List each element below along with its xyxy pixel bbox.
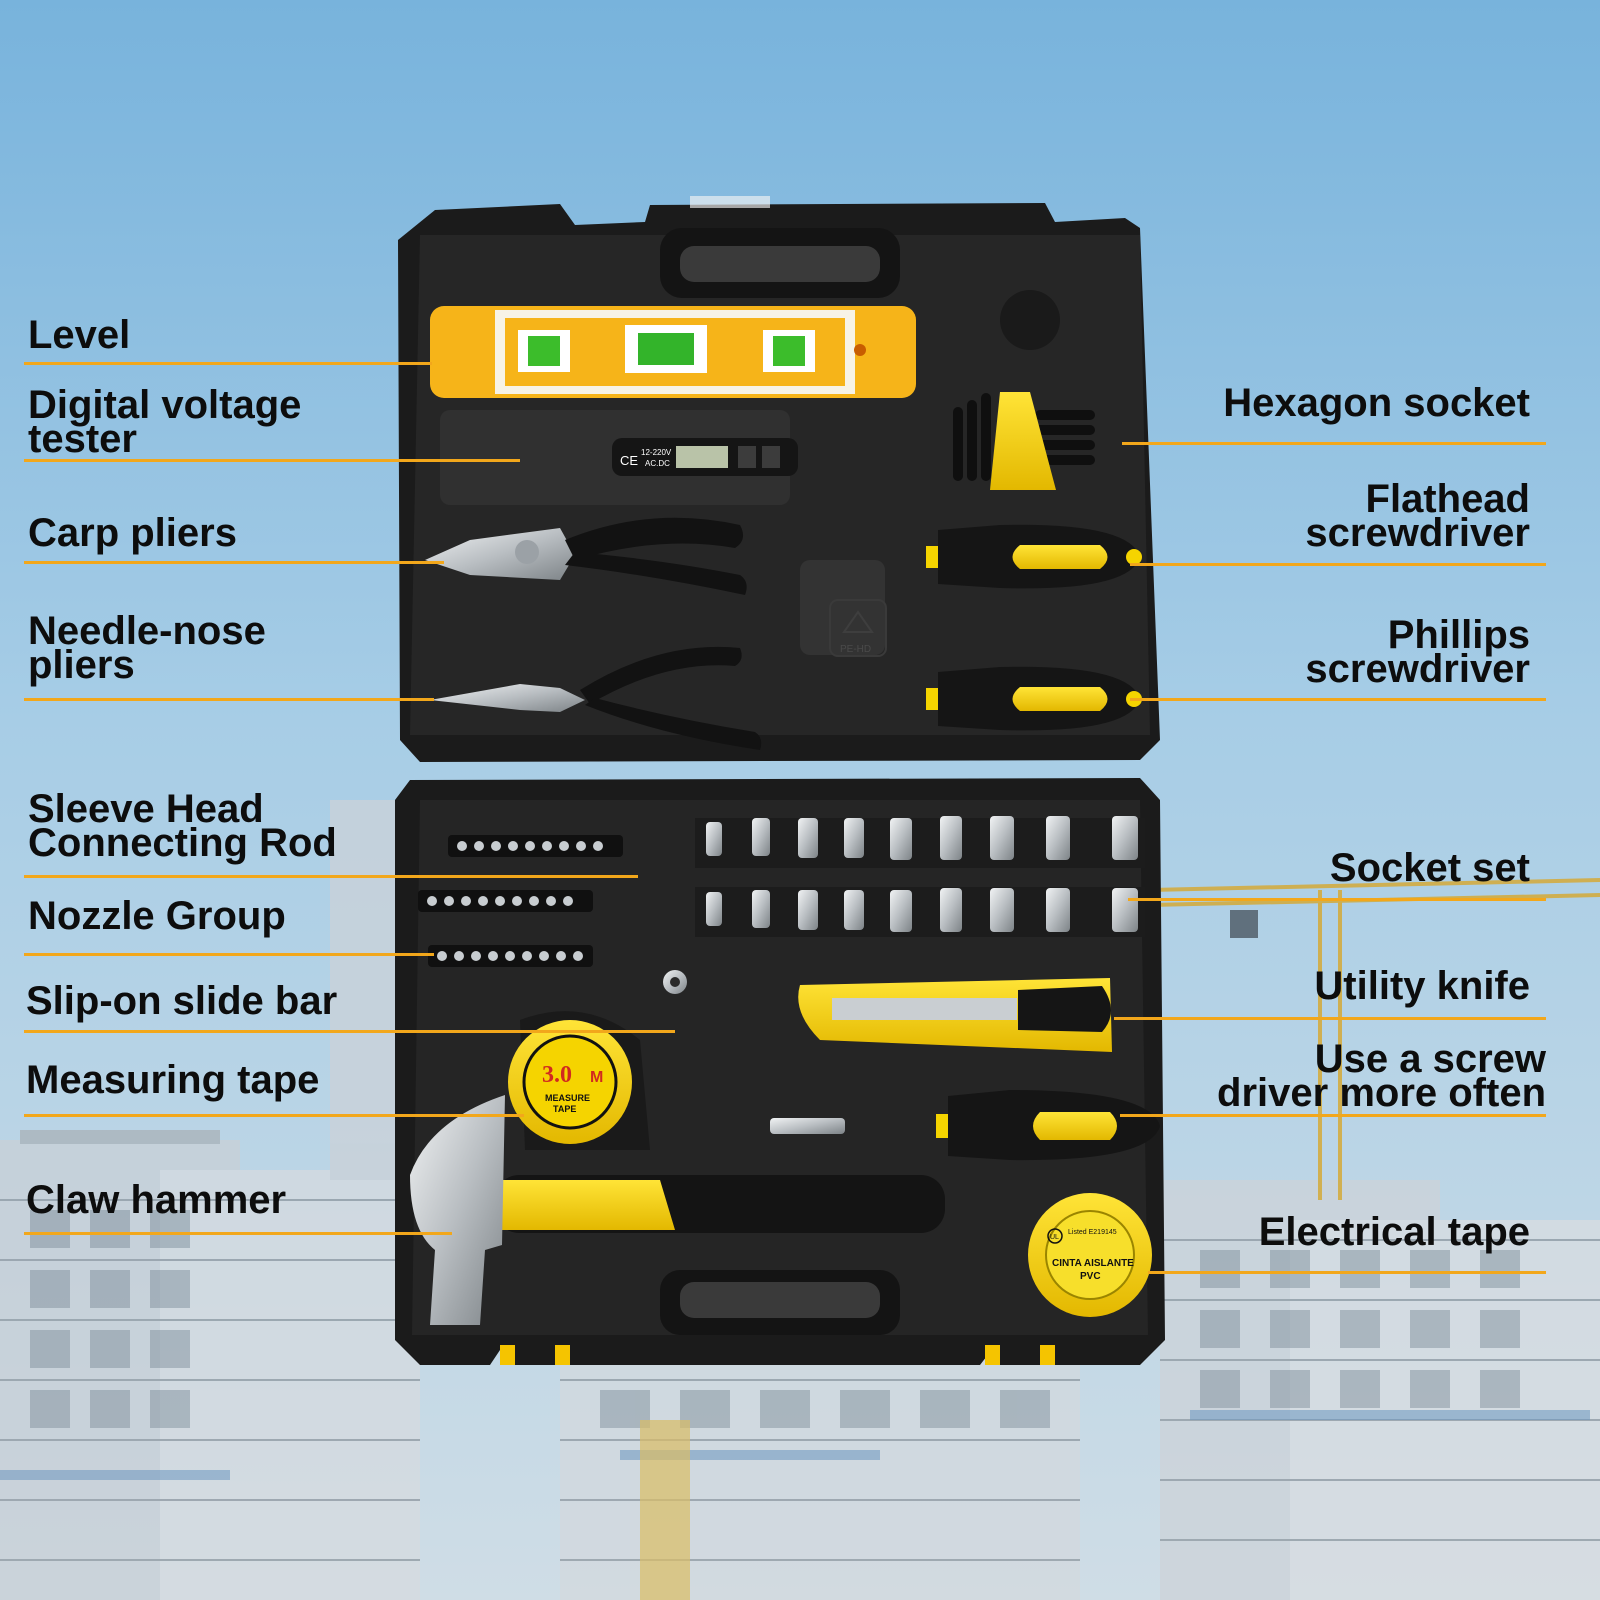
label-sleeve-head-connecting-rod: Sleeve Head Connecting Rod (28, 787, 337, 865)
leader-utility-knife (1114, 1017, 1546, 1020)
leader-digital-voltage-tester (24, 459, 520, 462)
utility-knife (798, 978, 1112, 1052)
label-phillips-screwdriver: Phillips screwdriver (1305, 613, 1530, 691)
label-carp-pliers: Carp pliers (28, 511, 237, 555)
spirit-level (430, 306, 916, 398)
leader-level (24, 362, 432, 365)
leader-nozzle-group (24, 953, 434, 956)
svg-text:UL: UL (1050, 1234, 1059, 1241)
leader-slip-on-slide-bar (24, 1030, 675, 1033)
leader-carp-pliers (24, 561, 444, 564)
label-claw-hammer: Claw hammer (26, 1178, 287, 1222)
leader-hexagon-socket (1122, 442, 1546, 445)
tape-unit-text: M (590, 1069, 603, 1086)
phillips-screwdriver (715, 666, 1142, 731)
building-background (0, 800, 1600, 1600)
tape-size-text: 3.0 (542, 1062, 572, 1088)
label-digital-voltage-tester: Digital voltage tester (28, 383, 302, 461)
electrical-tape-cert: Listed E219145 (1068, 1229, 1117, 1236)
label-hexagon-socket: Hexagon socket (1223, 381, 1530, 425)
label-socket-set: Socket set (1329, 846, 1530, 890)
carp-pliers (425, 517, 747, 595)
recycle-mark-text: PE-HD (840, 644, 871, 655)
leader-socket-set (1128, 898, 1546, 901)
label-electrical-tape: Electrical tape (1258, 1210, 1530, 1254)
needle-nose-pliers (430, 646, 762, 750)
bit-holders (418, 835, 623, 967)
screwdriver-third (770, 1090, 1160, 1161)
flathead-screwdriver (715, 524, 1142, 589)
recycle-icon: PE-HD (829, 599, 887, 657)
label-slip-on-slide-bar: Slip-on slide bar (26, 979, 338, 1023)
leader-needle-nose-pliers (24, 698, 434, 701)
leader-phillips-screwdriver (1130, 698, 1546, 701)
label-measuring-tape: Measuring tape (26, 1058, 320, 1102)
lid-top-highlight (690, 196, 770, 208)
leader-flathead-screwdriver (1130, 563, 1546, 566)
claw-hammer (410, 1095, 945, 1325)
leader-sleeve-head-connecting-rod (24, 875, 638, 878)
label-use-a-screw-driver-more-often: Use a screw driver more often (1217, 1037, 1546, 1115)
connecting-rods (633, 803, 687, 1045)
ul-mark-icon: UL (1047, 1228, 1063, 1244)
label-flathead-screwdriver: Flathead screwdriver (1305, 477, 1530, 555)
label-nozzle-group: Nozzle Group (28, 894, 286, 938)
label-utility-knife: Utility knife (1314, 964, 1530, 1008)
tester-ce-mark: CE (620, 453, 638, 468)
leader-use-a-screw-driver-more-often (1120, 1114, 1546, 1117)
label-needle-nose-pliers: Needle-nose pliers (28, 609, 266, 687)
leader-electrical-tape (1148, 1271, 1546, 1274)
hex-key-set (950, 392, 1095, 490)
label-level: Level (28, 313, 131, 357)
leader-claw-hammer (24, 1232, 452, 1235)
socket-set (695, 816, 1145, 937)
leader-measuring-tape (24, 1114, 524, 1117)
